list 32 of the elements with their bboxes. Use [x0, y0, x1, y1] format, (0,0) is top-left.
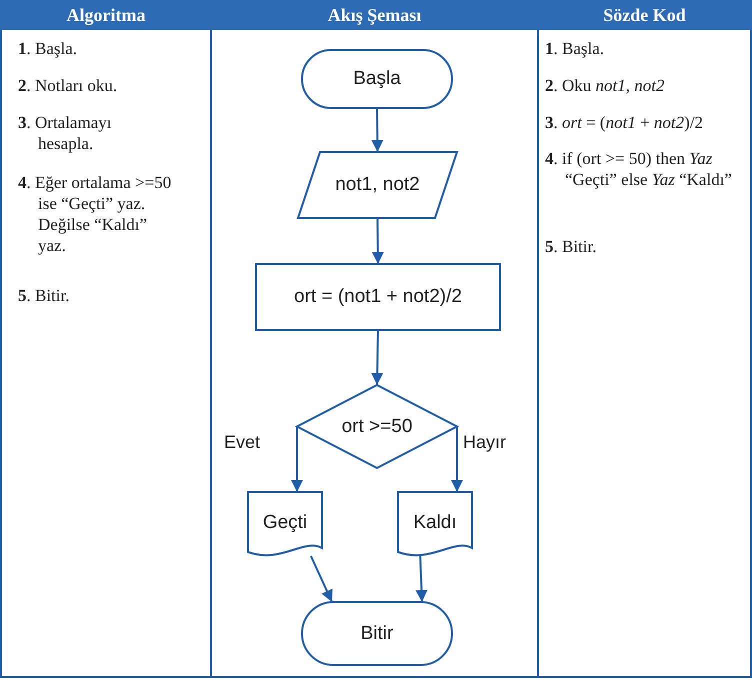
column-header: Sözde Kod: [537, 0, 752, 30]
step-text: 1. Başla.: [18, 38, 78, 59]
node-label: Geçti: [262, 512, 308, 534]
arrow: [451, 426, 463, 492]
terminal-shape: [302, 50, 452, 108]
step-text: 2. Oku not1, not2: [545, 75, 666, 96]
node-label: ort = (not1 + not2)/2: [293, 286, 463, 308]
step-text: 4. if (ort >= 50) then Yaz “Geçti” else Yaz “Kaldı”: [545, 148, 733, 190]
arrow: [372, 218, 384, 264]
arrow: [310, 556, 333, 602]
node-label: not1, not2: [334, 174, 421, 196]
terminal-shape: [302, 602, 452, 665]
arrow: [371, 108, 384, 152]
step-text: 2. Notları oku.: [18, 75, 118, 96]
step-text: 3. Ortalamayı hesapla.: [18, 112, 112, 154]
input-parallelogram: [298, 152, 457, 218]
decision-diamond: [297, 385, 457, 468]
arrow: [416, 556, 428, 602]
process-box: [256, 264, 500, 330]
node-label: Bitir: [360, 622, 394, 644]
node-label: ort >=50: [340, 416, 414, 438]
step-text: 4. Eğer ortalama >=50 ise “Geçti” yaz. Değilse “Kaldı” yaz.: [18, 172, 172, 256]
step-text: 5. Bitir.: [545, 236, 598, 257]
node-label: Kaldı: [412, 512, 458, 534]
step-text: 1. Başla.: [545, 38, 606, 59]
arrow: [371, 330, 384, 386]
column-header: Algoritma: [0, 0, 212, 30]
node-label: Başla: [352, 68, 402, 90]
step-text: 5. Bitir.: [18, 285, 70, 306]
column-header: Akış Şeması: [210, 0, 539, 30]
step-text: 3. ort = (not1 + not2)/2: [545, 112, 704, 133]
arrow: [291, 426, 303, 492]
